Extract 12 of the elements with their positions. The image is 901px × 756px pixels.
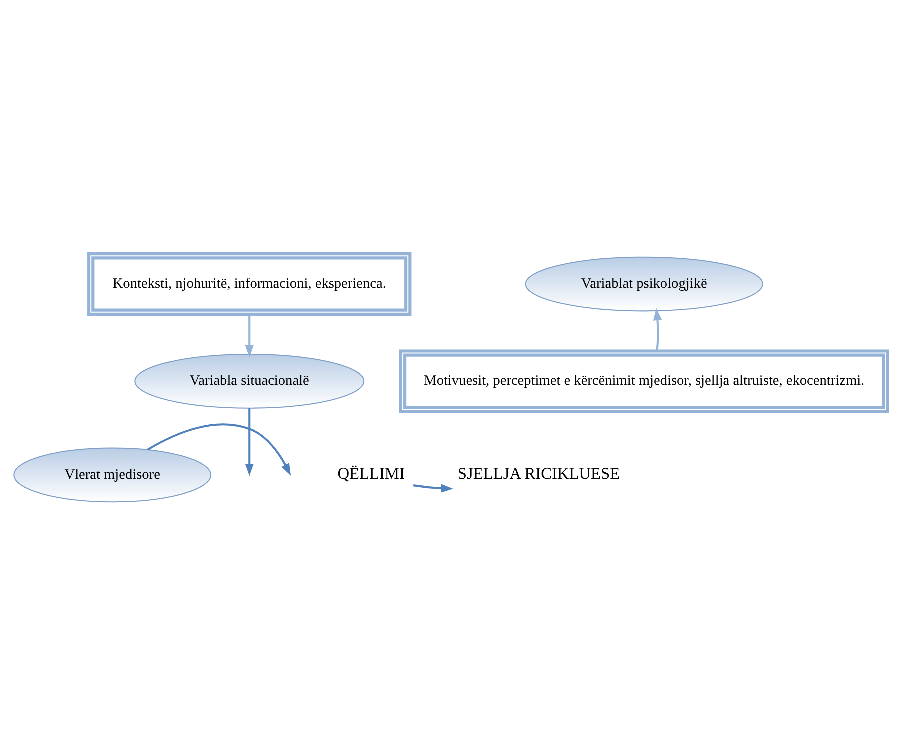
arrow [146,424,291,476]
arrow [244,314,254,358]
node-box: Konteksti, njohuritë, informacioni, eksperienca. [87,252,412,316]
node-text: QËLLIMI [337,464,404,484]
arrow [244,408,254,476]
arrow [412,484,453,493]
node-ellipse: Variabla situacionalë [134,354,364,409]
node-box: Motivuesit, perceptimet e kërcënimit mjedisor, sjellja altruiste, ekocentrizmi. [398,350,889,414]
node-ellipse: Vlerat mjedisore [13,448,212,503]
node-text: SJELLJA RICIKLUESE [457,464,620,484]
arrow [652,308,662,352]
node-ellipse: Variablat psikologjikë [524,256,763,312]
